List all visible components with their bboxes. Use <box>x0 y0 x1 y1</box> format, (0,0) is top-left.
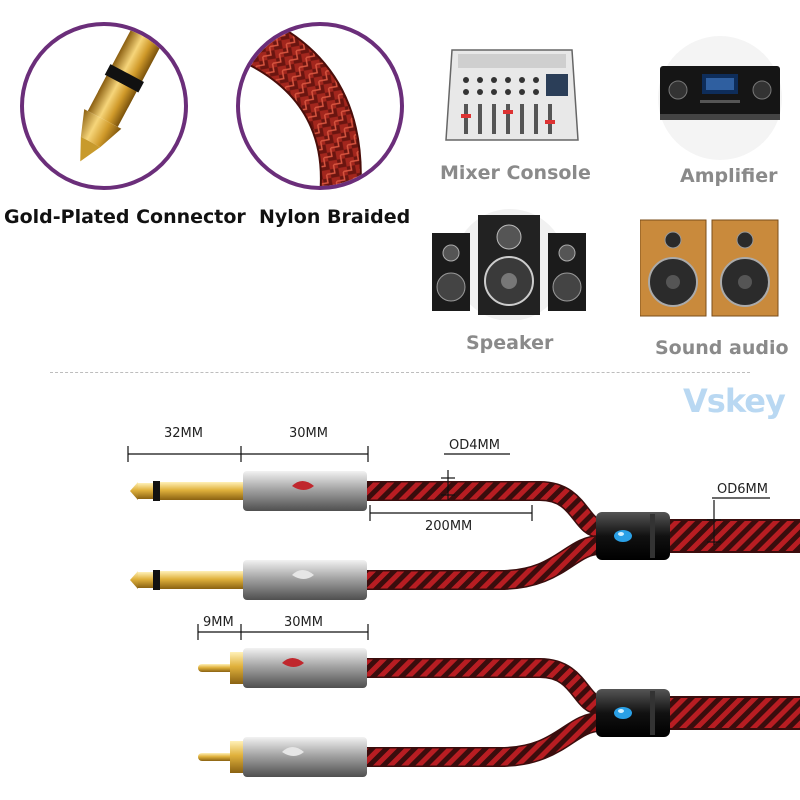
feature-label-nylon: Nylon Braided <box>259 206 411 228</box>
jack-splitter-block <box>596 512 670 560</box>
braided-cable-icon <box>240 26 362 186</box>
device-label-mixer: Mixer Console <box>440 162 591 184</box>
device-label-speaker: Speaker <box>466 332 554 354</box>
jack-plug-1 <box>130 471 367 511</box>
dim-branch-od: OD4MM <box>449 438 500 453</box>
nylon-braided-circle <box>236 22 404 190</box>
gold-connector-circle <box>20 22 188 190</box>
cable-diagram: 32MM 30MM OD4MM 200MM OD6MM 9MM 30MM <box>127 426 800 777</box>
dimension-lines <box>127 446 770 640</box>
dim-rca-tip: 9MM <box>203 615 234 630</box>
rca-cable-branches <box>360 658 800 767</box>
rca-plug-2 <box>198 737 367 777</box>
amplifier-icon <box>650 28 790 172</box>
device-label-amplifier: Amplifier <box>680 165 778 187</box>
rca-plug-1 <box>198 648 367 688</box>
gold-plug-icon <box>80 26 166 162</box>
feature-label-gold: Gold-Plated Connector <box>4 206 246 228</box>
brand-watermark: Vskey <box>683 382 786 420</box>
dim-plug-tip: 32MM <box>164 426 203 441</box>
jack-cable-branches <box>360 481 800 590</box>
device-label-sound-audio: Sound audio <box>655 337 789 359</box>
section-divider <box>50 372 750 373</box>
dim-branch-length: 200MM <box>425 519 472 534</box>
dim-plug-housing: 30MM <box>289 426 328 441</box>
dim-main-od: OD6MM <box>717 482 768 497</box>
speaker-icon <box>430 205 590 324</box>
jack-plug-2 <box>130 560 367 600</box>
bookshelf-speakers-icon <box>639 212 790 326</box>
dim-rca-housing: 30MM <box>284 615 323 630</box>
rca-splitter-block <box>596 689 670 737</box>
mixer-console-icon <box>440 40 580 154</box>
